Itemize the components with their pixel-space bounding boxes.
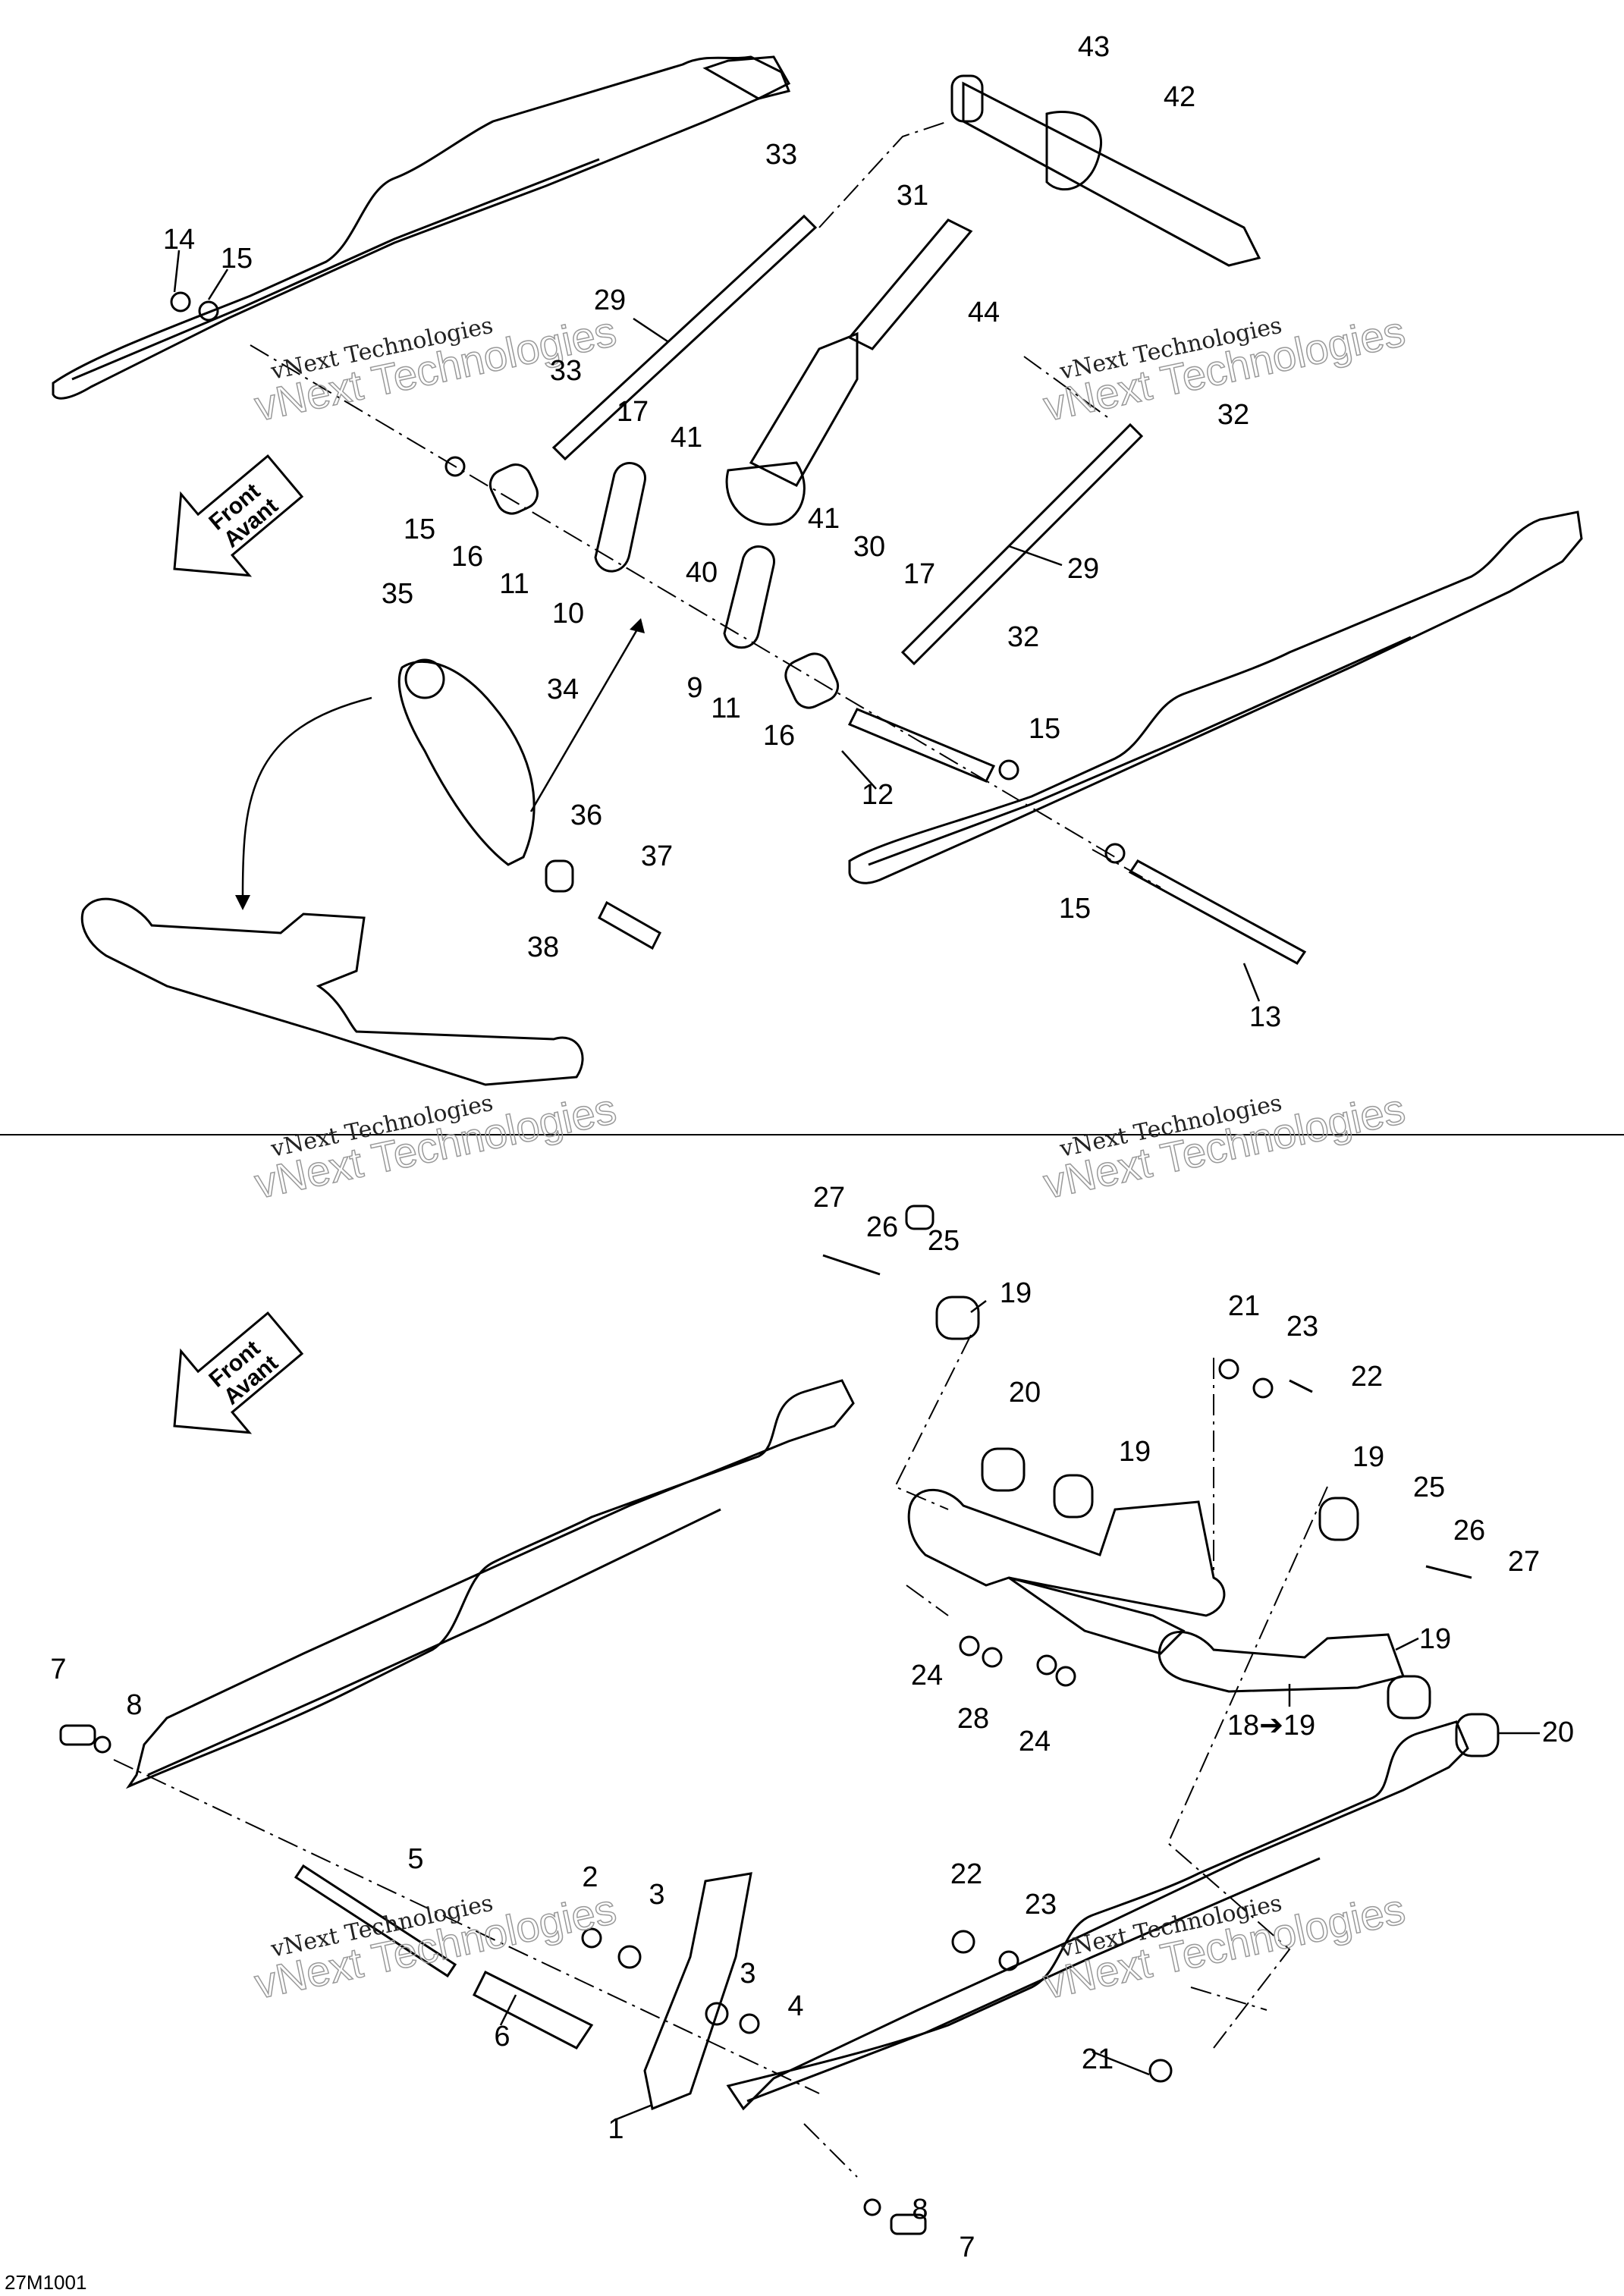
callout-c18: 18➔19 <box>1227 1710 1315 1742</box>
rail-top-right <box>848 510 1583 884</box>
rear-arm-assembly <box>822 1205 1500 1757</box>
callout-c29b: 29 <box>1067 553 1099 585</box>
callout-c30: 30 <box>853 531 885 563</box>
callout-c25a: 25 <box>928 1225 960 1257</box>
callout-c11b: 11 <box>711 693 740 724</box>
callout-c8a: 8 <box>126 1689 142 1721</box>
callout-c28: 28 <box>957 1703 989 1735</box>
callout-c2: 2 <box>582 1861 598 1893</box>
callout-c23a: 23 <box>1286 1311 1318 1343</box>
callout-c3a: 3 <box>649 1879 664 1911</box>
callout-c33b: 33 <box>550 355 582 387</box>
callout-c3b: 3 <box>740 1958 755 1990</box>
watermarks: vNext Technologies vNext Technologies vN… <box>250 306 1410 2009</box>
callout-c32a: 32 <box>1217 399 1249 431</box>
callout-c41b: 41 <box>808 503 840 535</box>
front-shock-spring <box>397 658 661 950</box>
callout-c36: 36 <box>570 799 602 831</box>
alignment-lines-top <box>250 121 1161 888</box>
callout-c4: 4 <box>787 1990 803 2022</box>
callout-c22b: 22 <box>950 1858 982 1890</box>
callout-c10: 10 <box>552 598 584 630</box>
callout-c40: 40 <box>686 557 718 589</box>
callout-c7b: 7 <box>959 2232 975 2263</box>
callout-c42: 42 <box>1164 81 1195 113</box>
rail-top-left <box>52 55 791 400</box>
callout-c27a: 27 <box>813 1182 845 1214</box>
callout-c24b: 24 <box>1019 1726 1051 1757</box>
callout-c26a: 26 <box>866 1211 898 1243</box>
callout-c41a: 41 <box>671 422 702 454</box>
callout-c26b: 26 <box>1453 1515 1485 1547</box>
callout-c35: 35 <box>382 578 413 610</box>
callout-c21b: 21 <box>1082 2043 1114 2075</box>
callout-c17b: 17 <box>903 558 935 590</box>
callout-c7a: 7 <box>50 1654 66 1685</box>
diagram-code: 27M1001 <box>5 2271 86 2294</box>
callout-c19c: 19 <box>1352 1441 1384 1473</box>
callout-c34: 34 <box>547 674 579 705</box>
callout-c16b: 16 <box>763 720 795 752</box>
callout-c22a: 22 <box>1351 1361 1383 1393</box>
callout-c6: 6 <box>494 2021 510 2053</box>
leader-lines <box>173 250 1540 2122</box>
callout-c15b: 15 <box>404 514 435 545</box>
callout-labels: 4342333114154429331741321516114140302917… <box>50 31 1574 2263</box>
callout-c9: 9 <box>686 672 702 704</box>
front-arrow-top: Front Avant <box>173 454 304 577</box>
front-arm-hardware <box>59 1724 1173 2235</box>
callout-c15c: 15 <box>1029 713 1060 745</box>
rear-arm-hardware <box>170 214 1307 965</box>
callout-c32b: 32 <box>1007 621 1039 653</box>
callout-c24a: 24 <box>911 1660 943 1691</box>
center-shock <box>725 218 973 526</box>
callout-c14: 14 <box>163 224 195 256</box>
callout-c33a: 33 <box>765 139 797 171</box>
callout-c23b: 23 <box>1025 1889 1057 1921</box>
callout-c15a: 15 <box>221 243 253 275</box>
callout-c16a: 16 <box>451 541 483 573</box>
callout-c37: 37 <box>641 840 673 872</box>
callout-c44: 44 <box>968 297 1000 328</box>
callout-c20b: 20 <box>1542 1717 1574 1748</box>
front-arrow-bottom: Front Avant <box>173 1311 304 1434</box>
callout-c25b: 25 <box>1413 1472 1445 1503</box>
callout-c1: 1 <box>608 2113 624 2145</box>
rail-bottom-right <box>726 1720 1469 2111</box>
callout-c8b: 8 <box>912 2194 928 2225</box>
callout-c21a: 21 <box>1228 1290 1260 1322</box>
alignment-lines-bottom <box>113 1334 1328 2178</box>
callout-c5: 5 <box>407 1843 423 1875</box>
rear-cross-shaft <box>950 74 1261 267</box>
rail-bottom-left <box>125 1379 855 1789</box>
callout-c31: 31 <box>897 180 928 212</box>
callout-c19b: 19 <box>1119 1436 1151 1468</box>
callout-c12: 12 <box>862 779 894 811</box>
callout-c19a: 19 <box>1000 1277 1032 1309</box>
callout-c27b: 27 <box>1508 1546 1540 1578</box>
callout-c15d: 15 <box>1059 893 1091 925</box>
callout-c43: 43 <box>1078 31 1110 63</box>
callout-c13: 13 <box>1249 1001 1281 1033</box>
callout-c29a: 29 <box>594 284 626 316</box>
callout-c17a: 17 <box>617 396 649 428</box>
callout-c38: 38 <box>527 931 559 963</box>
front-arm-small <box>80 618 645 1086</box>
callout-c19d: 19 <box>1419 1623 1451 1655</box>
callout-c20a: 20 <box>1009 1377 1041 1409</box>
callout-c11a: 11 <box>499 568 529 600</box>
